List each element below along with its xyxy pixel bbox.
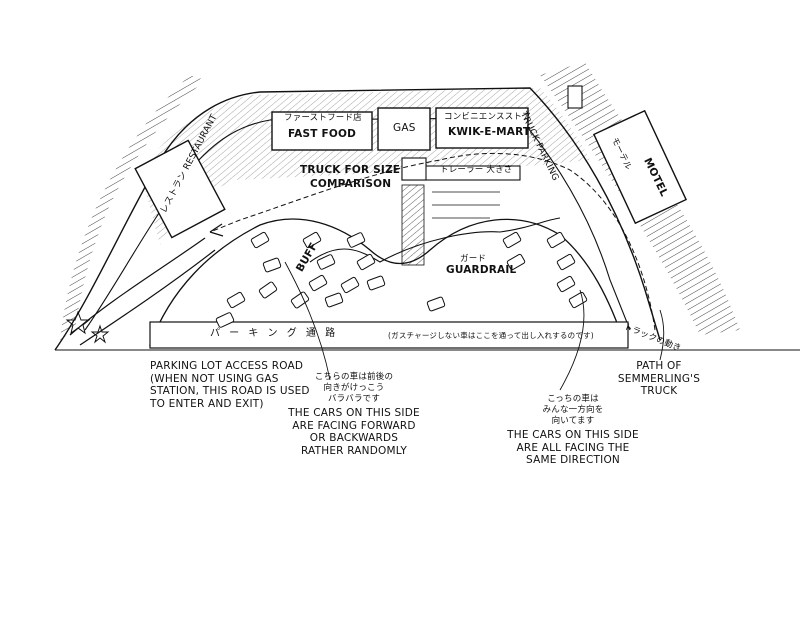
- fast-food-label: FAST FOOD: [288, 128, 357, 140]
- kwik-e-mart-label: KWIK-E-MART: [448, 126, 531, 138]
- car-icon: [226, 291, 246, 309]
- truck-path-line: TRUCK: [640, 385, 678, 397]
- trailer-jp-label: トレーラー 大きさ: [440, 165, 513, 175]
- car-icon: [506, 253, 526, 271]
- left-side-line: RATHER RANDOMLY: [300, 444, 407, 457]
- left-side-jp-line: バラバラです: [327, 394, 381, 404]
- parking-aisle-strip: [149, 321, 629, 349]
- car-icon: [556, 253, 576, 271]
- hatched-hill-left: [60, 75, 205, 340]
- car-icon: [324, 292, 344, 308]
- truck-cab: [401, 157, 427, 181]
- access-road-line: STATION, THIS ROAD IS USED: [150, 385, 310, 397]
- pointer-line-right: [559, 289, 585, 391]
- truck-path-curve: [209, 152, 656, 331]
- car-icon: [316, 254, 336, 270]
- truck-path-note: PATH OF SEMMERLING'S TRUCK: [604, 360, 714, 398]
- outer-road-inner-edge: [84, 117, 631, 331]
- kwik-e-mart-building: [435, 107, 529, 149]
- cars-right-group: [426, 231, 588, 312]
- fast-food-jp-label: ファーストフード店: [284, 113, 362, 123]
- truck-path-line: SEMMERLING'S: [617, 372, 701, 385]
- cars-left-group: [215, 231, 386, 328]
- left-side-note: こちらの車は前後の 向きがけっこう バラバラです THE CARS ON THI…: [284, 372, 424, 457]
- gas-label: GAS: [393, 122, 416, 134]
- truck-path-line: PATH OF: [636, 360, 682, 372]
- left-side-jp-line: こちらの車は前後の: [314, 372, 394, 382]
- car-icon: [502, 231, 522, 249]
- outer-road-edge: [54, 87, 661, 351]
- gas-station-building: [377, 107, 431, 151]
- guardrail-jp-label: ガード: [460, 254, 487, 264]
- fuel-lane: [401, 184, 425, 266]
- parking-road-note-label: (ガスチャージしない車はここを通って出し入れするのです): [388, 331, 594, 340]
- car-icon: [308, 274, 328, 292]
- car-icon: [546, 231, 566, 249]
- car-icon: [556, 275, 576, 293]
- right-side-line: THE CARS ON THIS SIDE: [507, 429, 639, 441]
- access-road-line: TO ENTER AND EXIT): [150, 397, 264, 410]
- car-icon: [426, 296, 446, 312]
- truck-compare-line1: TRUCK FOR SIZE: [300, 164, 401, 176]
- star-icon: [65, 310, 91, 335]
- left-side-line: THE CARS ON THIS SIDE: [288, 407, 420, 419]
- truck-parking-slot: [567, 85, 583, 109]
- truck-compare-line2: COMPARISON: [310, 178, 392, 190]
- motel-building: [592, 109, 688, 225]
- right-side-jp-line: こっちの車は: [547, 394, 599, 404]
- access-road-line: (WHEN NOT USING GAS: [150, 372, 279, 385]
- car-icon: [258, 281, 278, 299]
- parking-road-jp-label: パ ー キ ン グ 通 路: [210, 328, 339, 339]
- pointer-line-left: [284, 261, 331, 381]
- left-side-line: OR BACKWARDS: [309, 432, 399, 444]
- parking-lot-boundary: [149, 218, 626, 346]
- fast-food-building: [271, 111, 373, 151]
- restaurant-building: [134, 139, 226, 239]
- right-side-note: こっちの車は みんな一方向を 向いてます THE CARS ON THIS SI…: [498, 394, 648, 467]
- car-icon: [340, 276, 360, 294]
- guardrail-line: [309, 217, 561, 263]
- car-icon: [366, 275, 386, 291]
- left-side-line: ARE FACING FORWARD: [292, 419, 416, 432]
- right-side-jp-line: みんな一方向を: [542, 405, 604, 415]
- pointer-line-path: [659, 309, 665, 361]
- access-road-note: PARKING LOT ACCESS ROAD (WHEN NOT USING …: [150, 360, 320, 410]
- right-side-jp-line: 向いてます: [551, 416, 595, 426]
- star-icon: [90, 324, 110, 344]
- guardrail-label: GUARDRAIL: [446, 264, 517, 276]
- left-side-jp-line: 向きがけっこう: [323, 383, 385, 393]
- car-icon: [215, 312, 235, 328]
- right-side-line: SAME DIRECTION: [526, 454, 620, 466]
- car-icon: [568, 291, 588, 309]
- car-icon: [262, 257, 282, 273]
- kwik-jp-label: コンビニエンスストア: [444, 112, 531, 122]
- car-icon: [290, 291, 310, 309]
- car-icon: [346, 232, 366, 248]
- access-road-line: PARKING LOT ACCESS ROAD: [150, 360, 304, 372]
- car-icon: [356, 253, 376, 271]
- car-icon: [250, 231, 270, 249]
- right-side-line: ARE ALL FACING THE: [516, 441, 630, 454]
- car-icon: [302, 231, 322, 249]
- truck-path-arrowhead: [209, 223, 224, 237]
